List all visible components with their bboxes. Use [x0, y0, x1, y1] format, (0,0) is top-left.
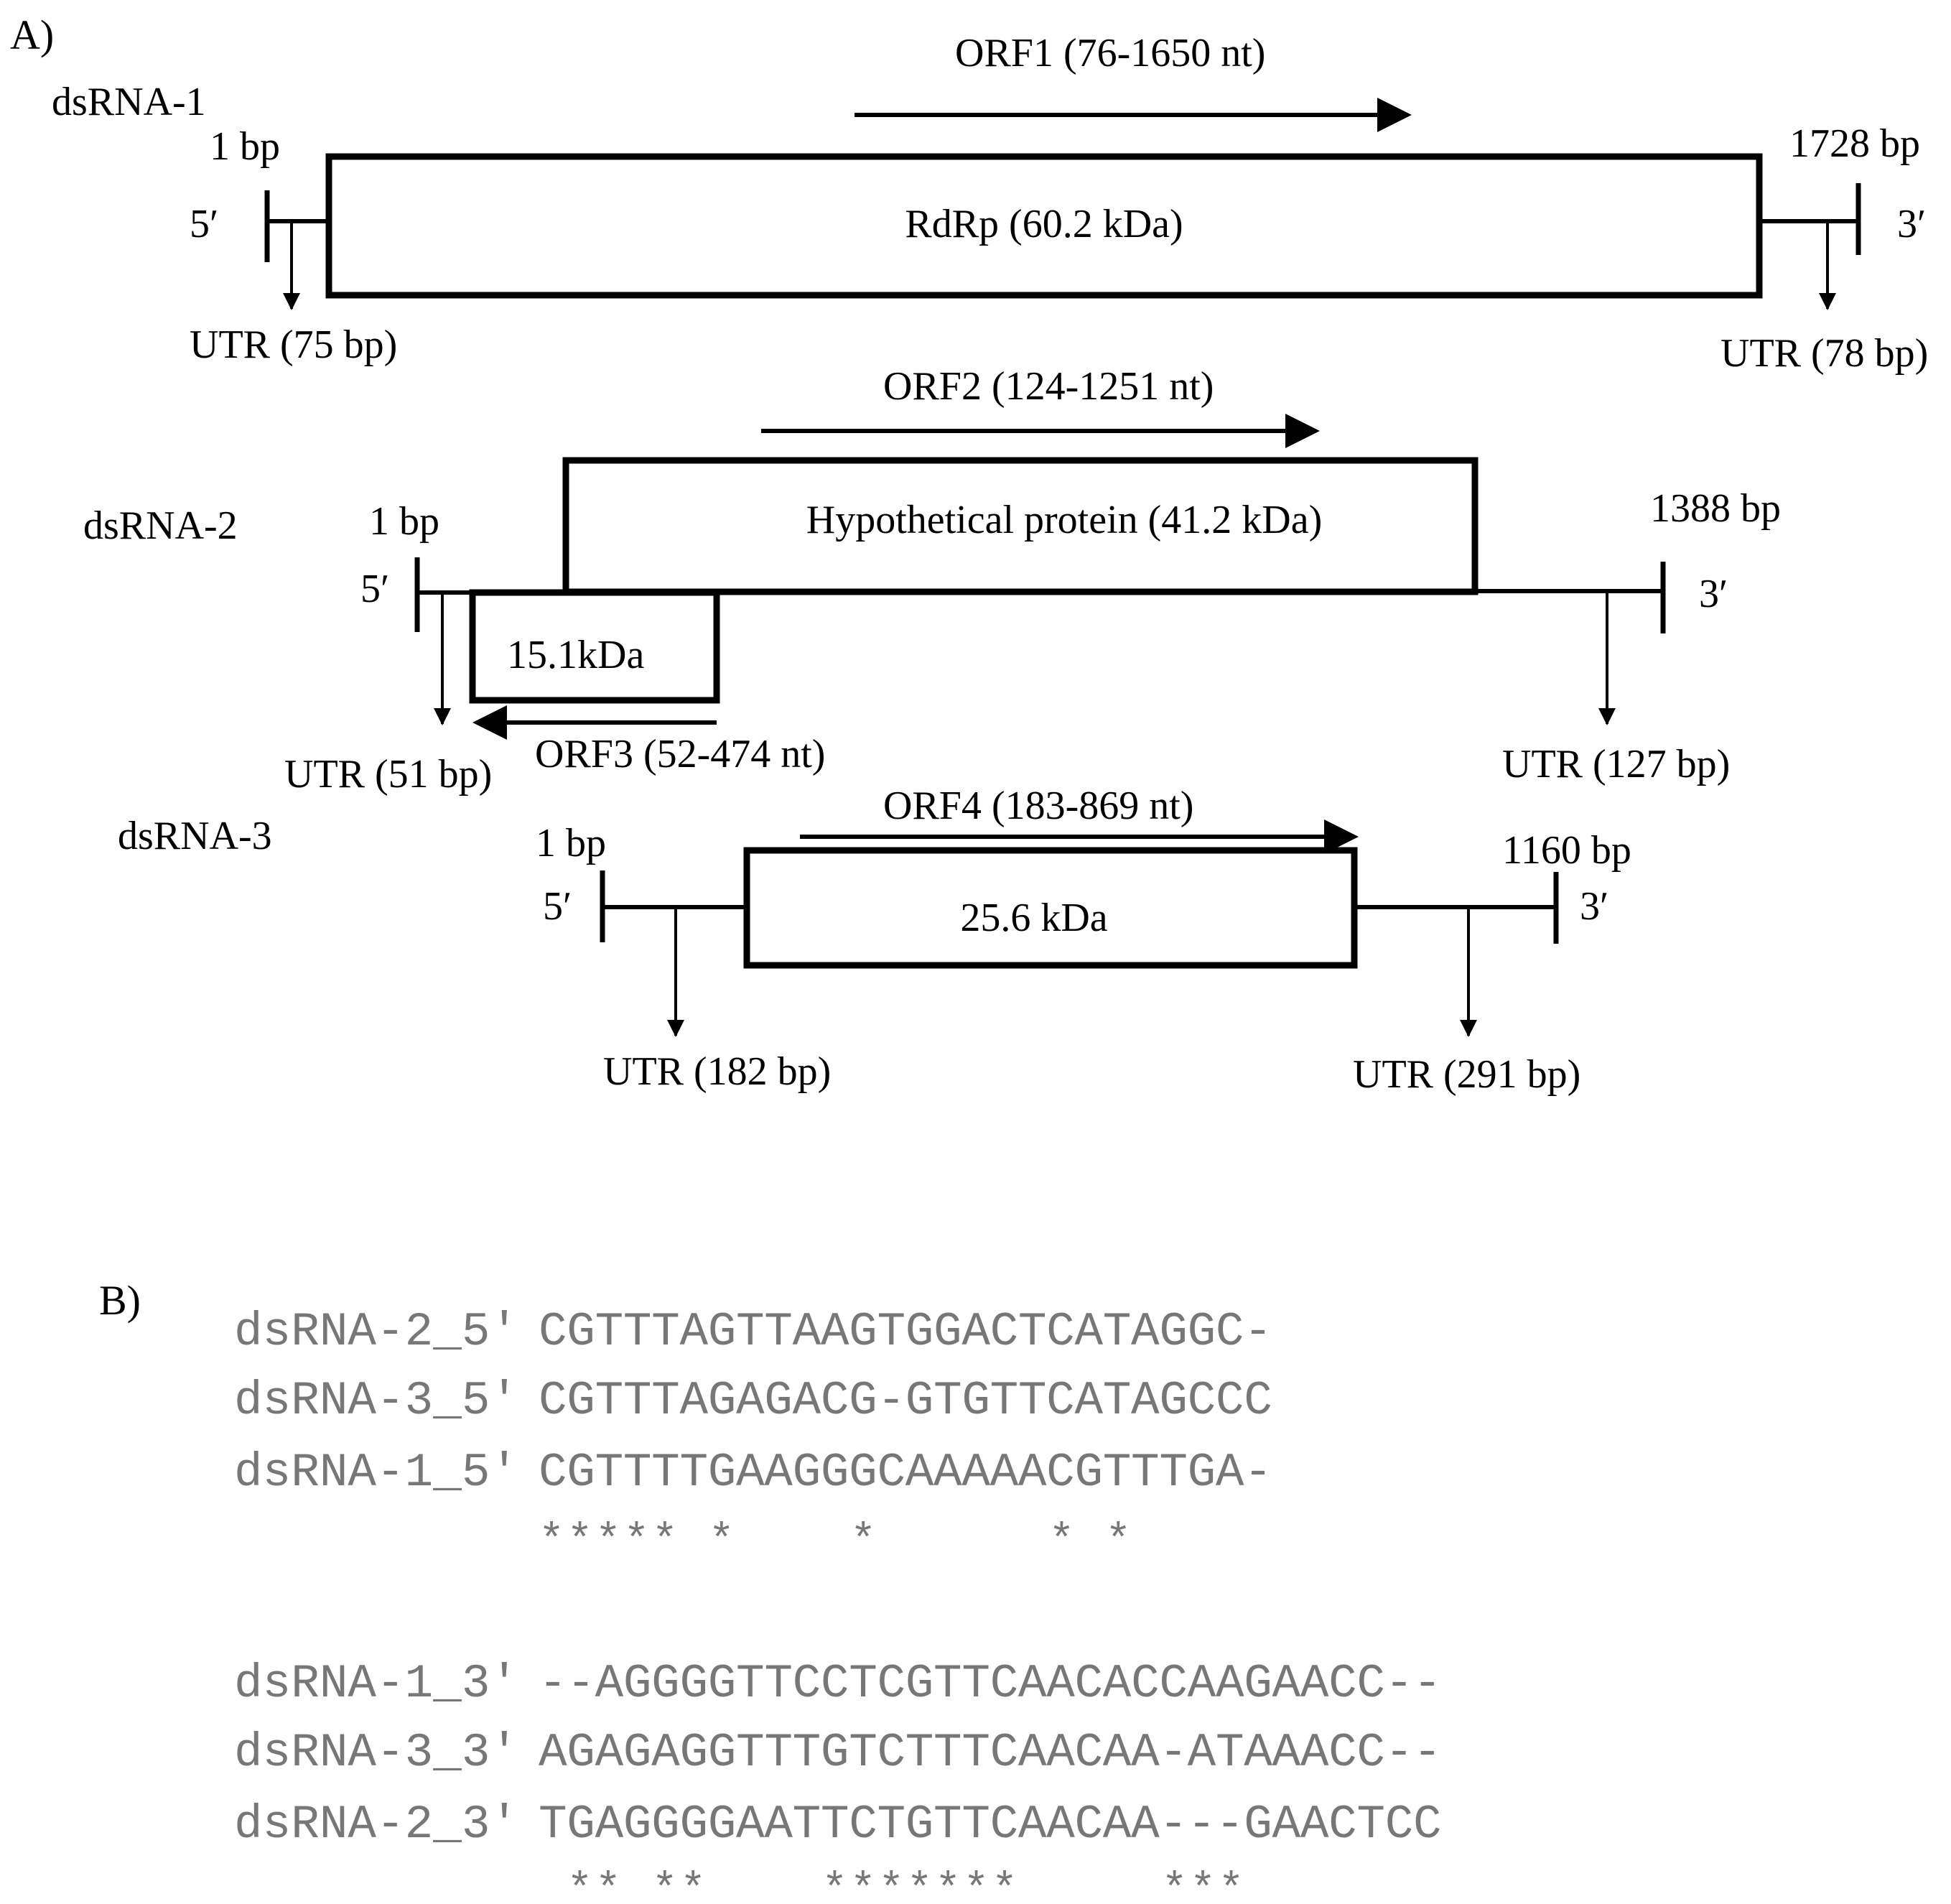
dsrna1-end-label: 1728 bp [1789, 121, 1920, 166]
dsrna3-map: dsRNA-3 ORF4 (183-869 nt) 1 bp 1160 bp 5… [118, 784, 1631, 1097]
alignment-3prime: dsRNA-1_3′ --AGGGGTTCCTCGTTCAACACCAAGAAC… [234, 1657, 1442, 1904]
dsrna2-hypothetical-box [562, 457, 1479, 595]
dsrna1-name: dsRNA-1 [52, 80, 206, 124]
alignment-row-seq: CGTTTAGAGACG-GTGTTCATAGCCC [539, 1374, 1272, 1428]
dsrna1-start-label: 1 bp [210, 124, 280, 169]
alignment-row-seq: CGTTTAGTTAAGTGGACTCATAGGC- [539, 1305, 1272, 1359]
dsrna1-orf-label: ORF1 (76-1650 nt) [955, 31, 1265, 75]
dsrna1-utr3-label: UTR (78 bp) [1720, 331, 1928, 376]
dsrna2-3prime: 3′ [1699, 572, 1728, 616]
dsrna2-box-small-label: 15.1kDa [507, 633, 644, 677]
dsrna1-3prime: 3′ [1897, 202, 1926, 246]
alignment-row-name: dsRNA-3_3′ [234, 1726, 518, 1780]
dsrna2-utr5-label: UTR (51 bp) [284, 752, 492, 797]
conservation-line: ***** * * * * [539, 1518, 1131, 1566]
dsrna1-rdrp-box [325, 153, 1763, 299]
dsrna2-utr3-label: UTR (127 bp) [1502, 742, 1730, 786]
dsrna3-end-label: 1160 bp [1502, 828, 1631, 873]
dsrna1-map: dsRNA-1 ORF1 (76-1650 nt) 1 bp 1728 bp 5… [52, 31, 1928, 376]
dsrna2-end-label: 1388 bp [1650, 486, 1781, 531]
alignment-row-seq: TGAGGGGAATTCTGTTCAACAA---GAACTCC [539, 1798, 1442, 1852]
dsrna1-box-label: RdRp (60.2 kDa) [905, 202, 1183, 246]
alignment-row-seq: --AGGGGTTCCTCGTTCAACACCAAGAACC-- [539, 1657, 1442, 1711]
dsrna2-map: ORF2 (124-1251 nt) dsRNA-2 1 bp 1388 bp … [83, 364, 1781, 797]
alignment-row-seq: AGAGAGGTTTGTCTTTCAACAA-ATAAACC-- [539, 1726, 1442, 1780]
alignment-row-name: dsRNA-1_3′ [234, 1657, 518, 1711]
dsrna3-5prime: 5′ [543, 884, 572, 929]
dsrna2-orf3-label: ORF3 (52-474 nt) [535, 732, 825, 776]
dsrna2-box-main-label: Hypothetical protein (41.2 kDa) [806, 498, 1322, 542]
dsrna2-orf2-label: ORF2 (124-1251 nt) [883, 364, 1214, 409]
dsrna3-3prime: 3′ [1580, 884, 1608, 929]
alignment-row-seq: CGTTTTGAAGGGCAAAAACGTTTGA- [539, 1446, 1272, 1500]
dsrna1-utr5-label: UTR (75 bp) [190, 322, 397, 367]
alignment-row-name: dsRNA-3_5′ [234, 1374, 518, 1428]
panel-b-label: B) [99, 1277, 141, 1324]
alignment-5prime: dsRNA-2_5′ CGTTTAGTTAAGTGGACTCATAGGC- ds… [234, 1305, 1272, 1566]
dsrna2-name: dsRNA-2 [83, 503, 238, 548]
dsrna3-25kda-box [743, 847, 1358, 969]
conservation-line: ** ** ******* *** [539, 1867, 1244, 1904]
dsrna3-orf-label: ORF4 (183-869 nt) [883, 784, 1193, 828]
dsrna3-box-label: 25.6 kDa [960, 896, 1107, 940]
dsrna2-5prime: 5′ [360, 567, 389, 611]
alignment-row-name: dsRNA-1_5′ [234, 1446, 518, 1500]
dsrna3-utr5-label: UTR (182 bp) [603, 1049, 831, 1094]
panel-a-label: A) [10, 11, 54, 58]
alignment-row-name: dsRNA-2_5′ [234, 1305, 518, 1359]
dsrna3-start-label: 1 bp [536, 821, 606, 865]
dsrna2-start-label: 1 bp [369, 499, 439, 544]
dsrna3-utr3-label: UTR (291 bp) [1353, 1052, 1580, 1097]
dsrna3-name: dsRNA-3 [118, 814, 272, 858]
dsrna2-15kda-box [469, 589, 720, 704]
dsrna1-5prime: 5′ [190, 202, 218, 246]
alignment-row-name: dsRNA-2_3′ [234, 1798, 518, 1852]
